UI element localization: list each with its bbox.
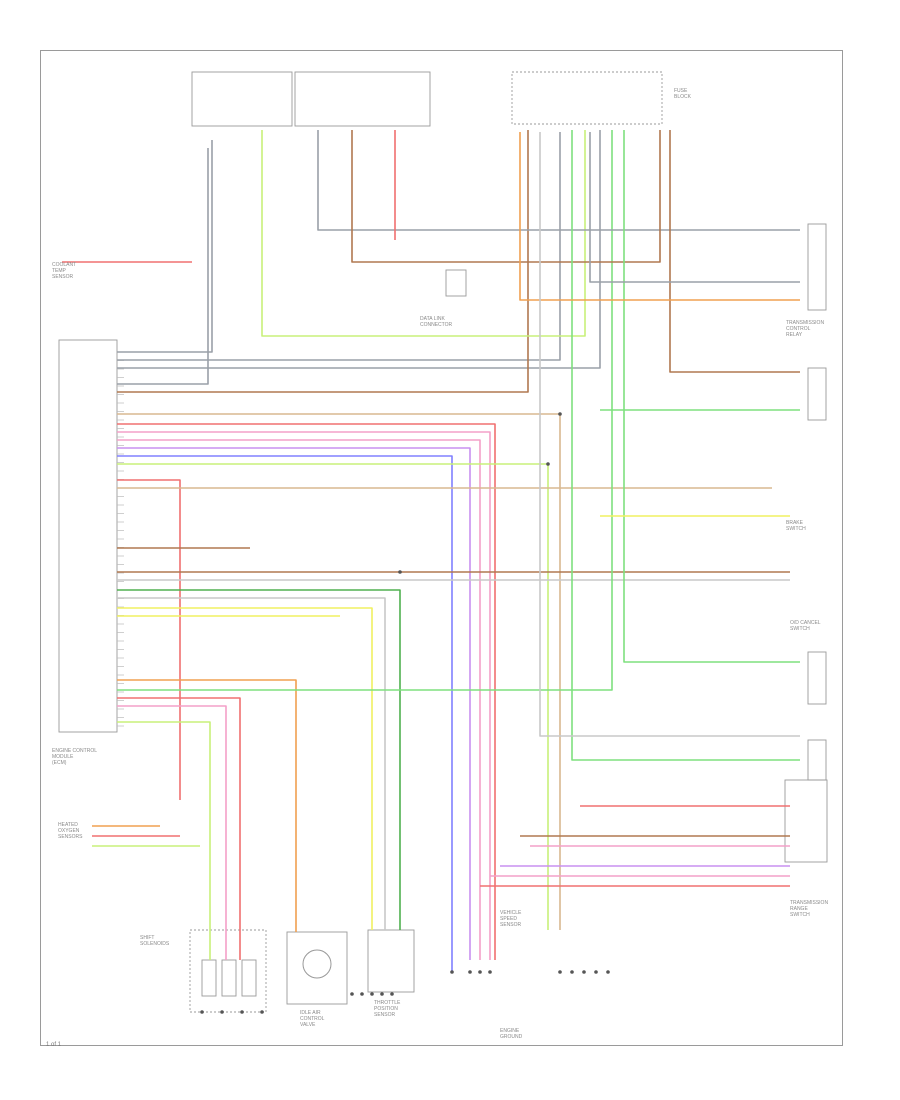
shift-solenoid-box <box>189 929 267 1013</box>
wire-dkgreen-1 <box>117 589 401 930</box>
range-switch-label: TRANSMISSION RANGE SWITCH <box>790 900 829 918</box>
wire-red-1 <box>117 423 496 960</box>
ground-terminal <box>390 992 394 996</box>
solenoid-coil <box>241 959 257 997</box>
ground-terminal <box>380 992 384 996</box>
ground-terminal <box>350 992 354 996</box>
fuse-block-left <box>191 71 293 127</box>
wire-blue-1 <box>117 455 453 972</box>
wire-brown-1 <box>117 130 529 393</box>
wire-green-1 <box>117 130 613 691</box>
wire-orange-right <box>519 132 800 301</box>
brake-switch-label: BRAKE SWITCH <box>786 520 806 532</box>
ground-terminal <box>260 1010 264 1014</box>
throttle-sensor-label: THROTTLE POSITION SENSOR <box>374 1000 401 1018</box>
ground-terminal <box>558 970 562 974</box>
wire-gray-3 <box>117 130 601 369</box>
ground-terminal <box>594 970 598 974</box>
wire-gray-right <box>589 132 800 283</box>
range-switch-box <box>784 779 828 863</box>
diagram-frame <box>40 50 843 1046</box>
overdrive-switch-label: O/D CANCEL SWITCH <box>790 620 821 632</box>
ecm-label: ENGINE CONTROL MODULE (ECM) <box>52 748 98 766</box>
splice-dot <box>558 412 562 416</box>
engine-ground-label: ENGINE GROUND <box>500 1028 523 1040</box>
transmission-relay-label: TRANSMISSION CONTROL RELAY <box>786 320 825 338</box>
ground-terminal <box>450 970 454 974</box>
ground-terminal <box>582 970 586 974</box>
ecm-connector <box>58 339 118 733</box>
ground-terminal <box>606 970 610 974</box>
wire-gray-2 <box>117 132 561 361</box>
wire-red-2 <box>117 479 181 800</box>
wire-gray-top <box>317 130 800 231</box>
wire-pink-2 <box>117 439 481 960</box>
wire-lgreen-2 <box>117 721 211 960</box>
ground-terminal <box>488 970 492 974</box>
wire-orange-1 <box>117 679 297 932</box>
coolant-sensor-label: COOLANT TEMP SENSOR <box>52 262 77 280</box>
transmission-relay-box <box>807 223 827 311</box>
ground-terminal <box>478 970 482 974</box>
wire-gray-1 <box>117 140 213 353</box>
splice-dot <box>546 462 550 466</box>
ground-terminal <box>370 992 374 996</box>
ground-terminal <box>468 970 472 974</box>
shift-solenoids-label: SHIFT SOLENOIDS <box>140 935 170 947</box>
speed-sensor-label: VEHICLE SPEED SENSOR <box>500 910 522 928</box>
data-link-label: DATA LINK CONNECTOR <box>420 316 453 328</box>
data-link-box <box>445 269 467 297</box>
wire-red-3 <box>117 697 241 960</box>
iac-valve-box <box>286 931 348 1005</box>
wire-lgray-right <box>539 132 800 737</box>
fuse-block-top-right <box>511 71 663 125</box>
wire-yellow-1 <box>117 607 373 930</box>
wire-pink-3 <box>117 705 227 960</box>
iac-valve-label: IDLE AIR CONTROL VALVE <box>300 1010 325 1028</box>
overdrive-switch-box <box>807 651 827 705</box>
wire-lgreen-top <box>261 130 586 337</box>
brake-switch-box <box>807 367 827 421</box>
wire-green-right-2 <box>571 130 800 761</box>
splice-dot <box>398 570 402 574</box>
ground-terminal <box>570 970 574 974</box>
solenoid-coil <box>221 959 237 997</box>
wire-violet-1 <box>117 447 471 960</box>
wire-green-right <box>623 130 800 663</box>
o2-sensors-label: HEATED OXYGEN SENSORS <box>58 822 83 840</box>
ground-terminal <box>220 1010 224 1014</box>
wire-brown-right <box>669 130 800 373</box>
wire-gray-4 <box>117 148 209 385</box>
wire-brown-top <box>351 130 661 263</box>
iac-motor-icon <box>302 949 332 979</box>
fuse-block-right <box>294 71 431 127</box>
ground-terminal <box>360 992 364 996</box>
wire-lgray-2 <box>117 597 386 930</box>
page-footer: 1 of 1 <box>46 1042 62 1048</box>
ground-terminal <box>240 1010 244 1014</box>
ground-terminal <box>200 1010 204 1014</box>
fuse-block-label: FUSE BLOCK <box>674 88 691 100</box>
solenoid-coil <box>201 959 217 997</box>
throttle-sensor-box <box>367 929 415 993</box>
wire-pink-1 <box>117 431 491 960</box>
